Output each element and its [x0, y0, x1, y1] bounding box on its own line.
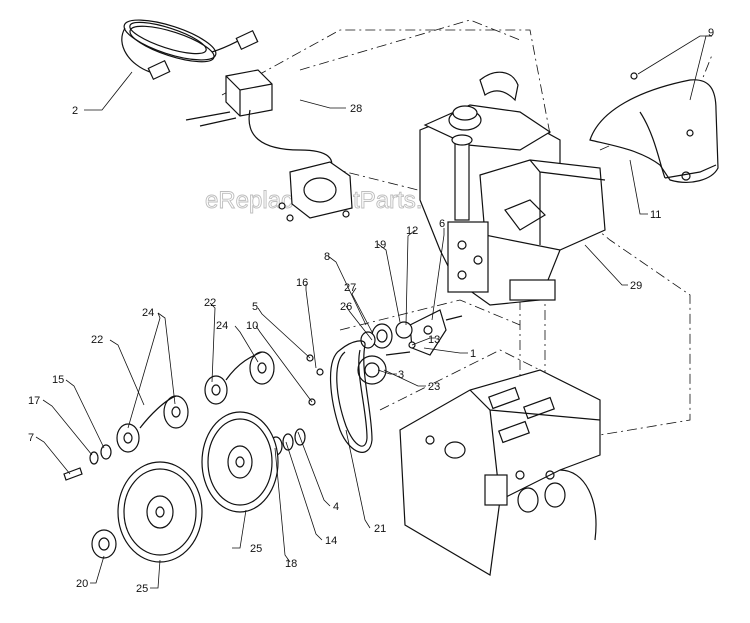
callout-9: 9	[708, 27, 714, 39]
callout-6: 6	[439, 218, 445, 230]
callout-14: 14	[325, 535, 337, 547]
belt-cover	[589, 72, 719, 183]
callout-21: 21	[374, 523, 386, 535]
engine	[419, 71, 606, 306]
callout-17: 17	[28, 395, 40, 407]
callout-10: 10	[246, 320, 258, 332]
callout-7: 7	[28, 432, 34, 444]
callout-24-right: 24	[216, 320, 228, 332]
callout-15: 15	[52, 374, 64, 386]
callout-19: 19	[374, 239, 386, 251]
callout-1: 1	[470, 348, 476, 360]
frame-plate	[399, 369, 601, 576]
callout-4: 4	[333, 501, 339, 513]
leader-lines	[35, 35, 712, 589]
callout-16: 16	[296, 277, 308, 289]
callout-8: 8	[324, 251, 330, 263]
callout-18: 18	[285, 558, 297, 570]
callout-28: 28	[350, 103, 362, 115]
small-pulleys	[116, 351, 275, 453]
callout-24-left: 24	[142, 307, 154, 319]
callout-2: 2	[72, 105, 78, 117]
callout-20: 20	[76, 578, 88, 590]
large-pulley-rear	[201, 411, 279, 513]
idler-assembly	[357, 309, 463, 385]
callout-27: 27	[344, 282, 356, 294]
callout-26: 26	[340, 301, 352, 313]
callout-29: 29	[630, 280, 642, 292]
callout-22-right: 22	[204, 297, 216, 309]
callout-25-front: 25	[136, 583, 148, 595]
drive-belt	[330, 340, 373, 453]
callout-labels: 2 28 9 11 29 6 12 19 8 16 27 26 1 13 3 2…	[28, 27, 714, 595]
electric-starter	[185, 69, 353, 222]
callout-22-left: 22	[91, 334, 103, 346]
callout-23: 23	[428, 381, 440, 393]
callout-13: 13	[428, 334, 440, 346]
callout-5: 5	[252, 301, 258, 313]
callout-12: 12	[406, 225, 418, 237]
hardware	[269, 354, 324, 456]
callout-11: 11	[650, 209, 661, 221]
small-hardware-left	[63, 444, 112, 481]
callout-3: 3	[398, 369, 404, 381]
power-cord	[121, 19, 259, 81]
hub-20	[91, 529, 117, 559]
large-pulley-front	[117, 461, 203, 563]
callout-25-rear: 25	[250, 543, 262, 555]
